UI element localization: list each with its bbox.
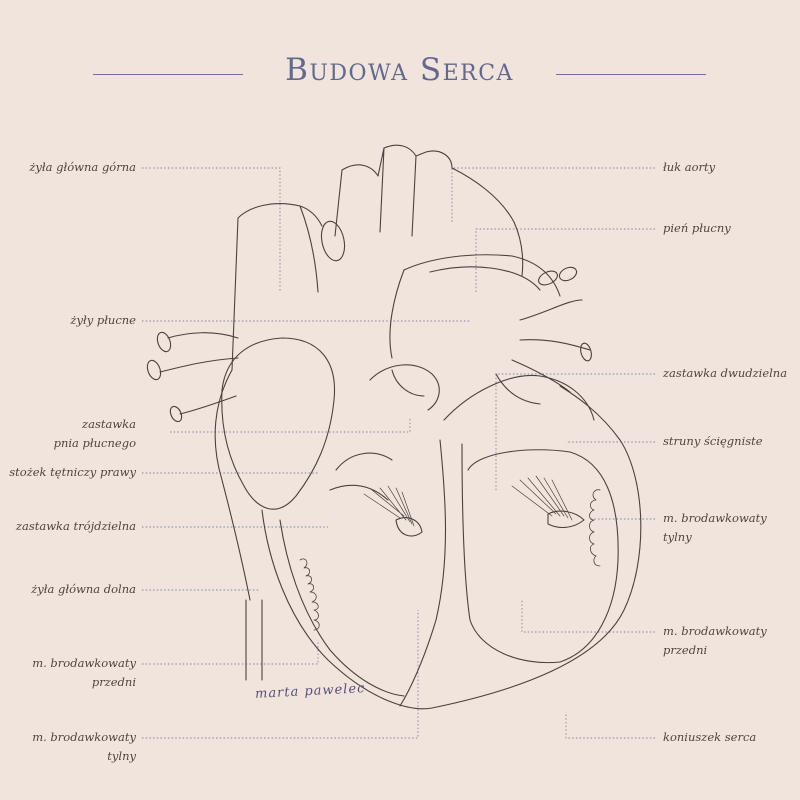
label-chordae-tendineae: struny ścięgniste: [663, 434, 763, 448]
label-papillary-anterior-left: m. brodawkowaty przedni: [32, 656, 136, 689]
label-papillary-posterior-left: m. brodawkowaty tylny: [32, 730, 136, 763]
pulmonary-vein-opening-right: [580, 342, 592, 362]
leader-pulmonary-trunk: [475, 228, 655, 292]
leader-papillary-anterior-right: [521, 600, 655, 633]
pulmonary-opening-2: [558, 266, 578, 282]
label-papillary-anterior-right: m. brodawkowaty przedni: [663, 624, 767, 657]
chordae-left: [511, 475, 573, 521]
page-title: Budowa Serca: [285, 52, 514, 88]
label-mitral-valve: zastawka dwudzielna: [663, 366, 788, 380]
pulmonary-veins-left: [159, 332, 239, 415]
leader-lines: [142, 167, 655, 739]
label-aortic-arch: łuk aorty: [663, 160, 716, 174]
label-pulmonary-trunk: pień płucny: [663, 221, 731, 235]
leader-apex: [565, 712, 655, 739]
valve-cusps-left: [329, 452, 393, 501]
tricuspid-valve: [369, 364, 440, 411]
leader-aortic-arch: [451, 167, 655, 222]
septum: [399, 439, 561, 707]
leader-papillary-anterior-left: [142, 640, 319, 665]
heart-drawing: [146, 144, 642, 710]
superior-vena-cava: [231, 203, 323, 371]
left-ventricle-wall: [467, 449, 619, 663]
pulmonary-vein-opening-left-1: [156, 331, 172, 353]
leader-vena-cava-superior: [142, 167, 281, 292]
label-pulmonary-veins: żyły płucne: [70, 313, 136, 327]
label-tricuspid-valve: zastawka trójdzielna: [15, 519, 136, 533]
right-atrium: [221, 337, 336, 510]
pulmonary-opening-1: [538, 270, 558, 286]
pulmonary-trunk: [389, 254, 561, 359]
trabeculae-left: [589, 489, 601, 567]
label-conus-arteriosus: stożek tętniczy prawy: [9, 465, 136, 479]
heart-outline: [214, 369, 642, 710]
chordae-right: [363, 485, 415, 527]
aortic-branches: [334, 144, 524, 277]
pulmonary-vein-opening-left-2: [146, 359, 162, 381]
mitral-valve: [443, 373, 595, 421]
label-pulmonary-valve: zastawka pnia płucnego: [53, 417, 136, 450]
papillary-muscle-right-vent: [395, 517, 423, 537]
papillary-muscle-left-vent: [547, 510, 585, 529]
aorta-ring: [320, 220, 346, 262]
title-block: Budowa Serca: [0, 52, 800, 98]
leader-mitral-valve: [495, 373, 655, 492]
leader-papillary-posterior-left: [142, 610, 419, 739]
leader-pulmonary-valve: [170, 418, 411, 433]
trabeculae-right: [299, 558, 320, 631]
pulmonary-vein-opening-left-3: [169, 405, 183, 423]
title-rule-right: [556, 74, 706, 75]
label-vena-cava-superior: żyła główna górna: [29, 160, 136, 174]
label-vena-cava-inferior: żyła główna dolna: [31, 582, 136, 596]
label-papillary-posterior-right: m. brodawkowaty tylny: [663, 511, 767, 544]
title-rule-left: [93, 74, 243, 75]
right-ventricle-wall: [279, 519, 405, 697]
label-apex: koniuszek serca: [663, 730, 757, 744]
